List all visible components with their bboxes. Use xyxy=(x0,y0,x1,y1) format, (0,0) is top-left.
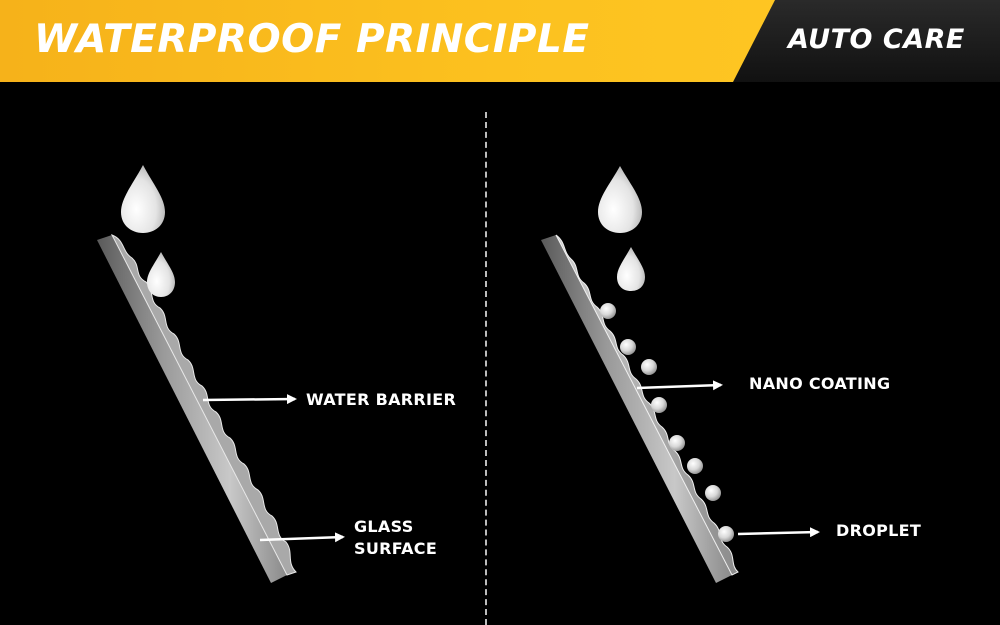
arrow-right-icon xyxy=(737,527,820,538)
arrow-right-icon xyxy=(259,532,345,543)
water-drop-icon xyxy=(617,247,645,291)
nano-bead xyxy=(641,359,657,375)
water-drop-icon xyxy=(598,166,642,233)
label-glass-surface-line1: GLASS xyxy=(354,517,414,536)
glass-surface-right xyxy=(541,235,732,583)
label-droplet: DROPLET xyxy=(836,521,922,540)
arrow-right-icon xyxy=(202,394,297,405)
page-title: WATERPROOF PRINCIPLE xyxy=(34,17,590,62)
nano-bead xyxy=(651,397,667,413)
label-glass-surface: GLASS SURFACE xyxy=(354,516,437,560)
right-glass-panel xyxy=(541,234,739,583)
water-drop-icon xyxy=(121,165,165,233)
nano-bead xyxy=(669,435,685,451)
nano-bead xyxy=(705,485,721,501)
water-barrier-wave xyxy=(110,234,297,576)
header-banner: WATERPROOF PRINCIPLE AUTO CARE xyxy=(0,0,1000,82)
panel-divider xyxy=(485,112,487,625)
nano-bead xyxy=(718,526,734,542)
water-drop-icon xyxy=(147,252,175,297)
brand-logo: AUTO CARE xyxy=(788,24,965,55)
header-brand-band xyxy=(733,0,1000,82)
nano-bead xyxy=(687,458,703,474)
diagram-scene xyxy=(97,165,820,583)
left-glass-panel xyxy=(97,234,297,583)
glass-surface-left xyxy=(97,235,287,583)
label-water-barrier: WATER BARRIER xyxy=(306,390,457,409)
nano-bead xyxy=(620,339,636,355)
nano-coating-layer xyxy=(555,234,739,576)
label-glass-surface-line2: SURFACE xyxy=(354,539,438,558)
arrow-right-icon xyxy=(636,380,723,391)
nano-bead xyxy=(600,303,616,319)
label-nano-coating: NANO COATING xyxy=(749,374,891,393)
